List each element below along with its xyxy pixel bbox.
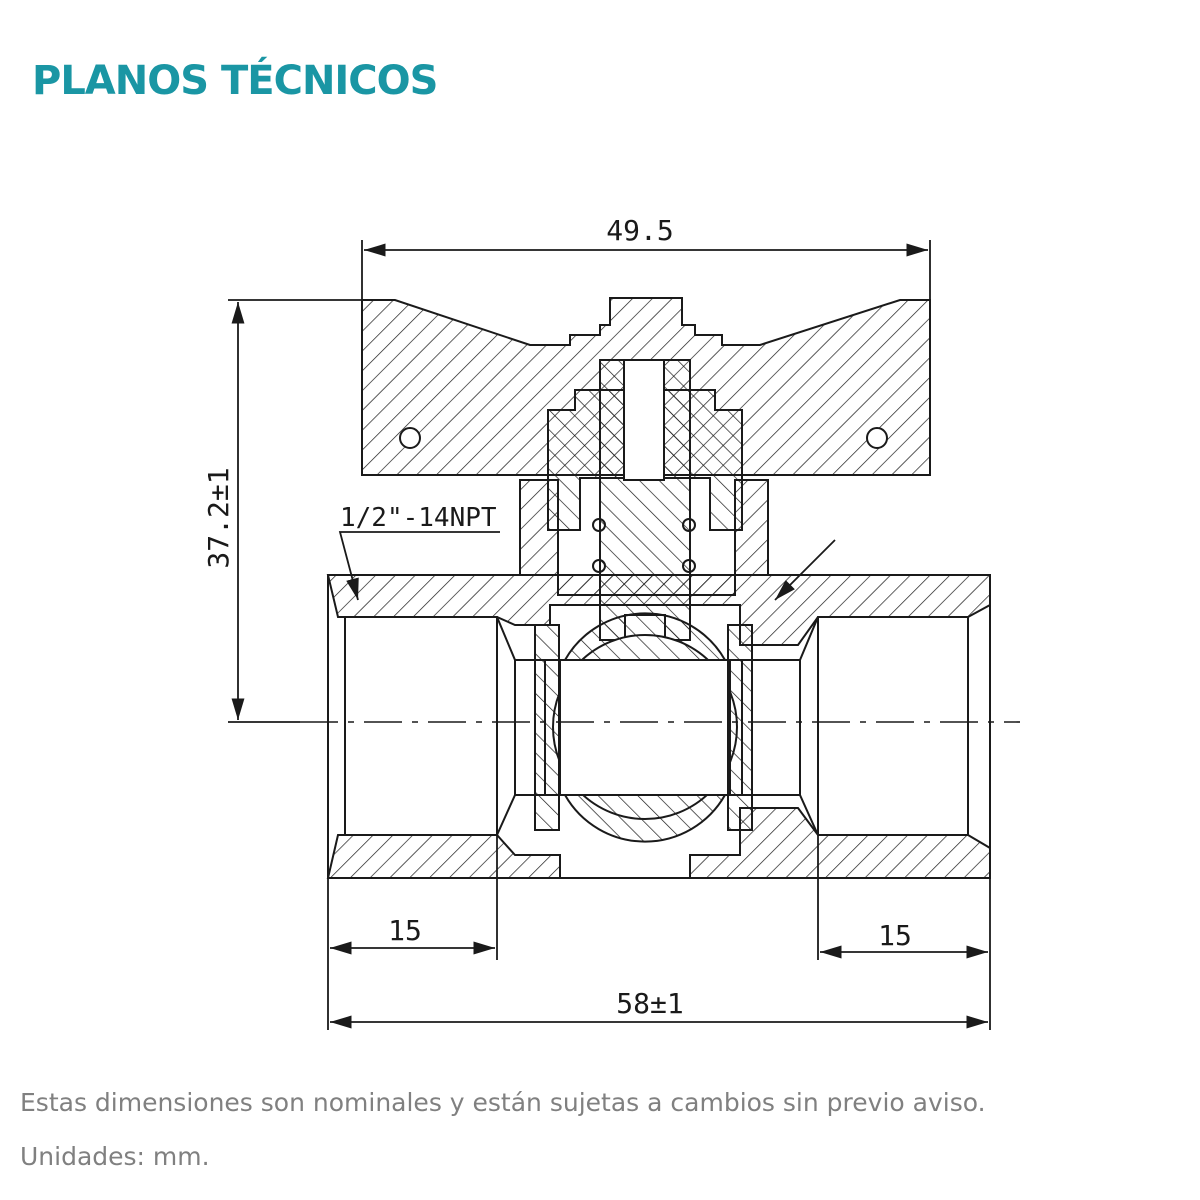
o-ring	[682, 518, 696, 532]
ball-bore	[559, 659, 731, 796]
dim-thread: 1/2"-14NPT	[340, 503, 497, 533]
units-note: Unidades: mm.	[20, 1142, 210, 1171]
page-title: PLANOS TÉCNICOS	[32, 58, 438, 104]
handle-hole-right	[866, 427, 888, 449]
o-ring	[592, 518, 606, 532]
handle-hole-left	[399, 427, 421, 449]
callout-leader	[774, 539, 836, 601]
seat-left	[534, 624, 560, 831]
dim-height: 37.2±1	[202, 467, 235, 568]
dim-thread-depth-right: 15	[878, 919, 912, 952]
thread-leader	[338, 531, 500, 601]
stem-slot	[623, 359, 665, 481]
dim-thread-depth-left: 15	[388, 914, 422, 947]
dim-total-length: 58±1	[616, 987, 683, 1020]
body-bottom-wall	[326, 807, 991, 879]
disclaimer-note: Estas dimensiones son nominales y están …	[20, 1088, 986, 1117]
dim-handle-width: 49.5	[606, 214, 673, 247]
o-ring	[592, 559, 606, 573]
seat-right	[727, 624, 753, 831]
o-ring	[682, 559, 696, 573]
